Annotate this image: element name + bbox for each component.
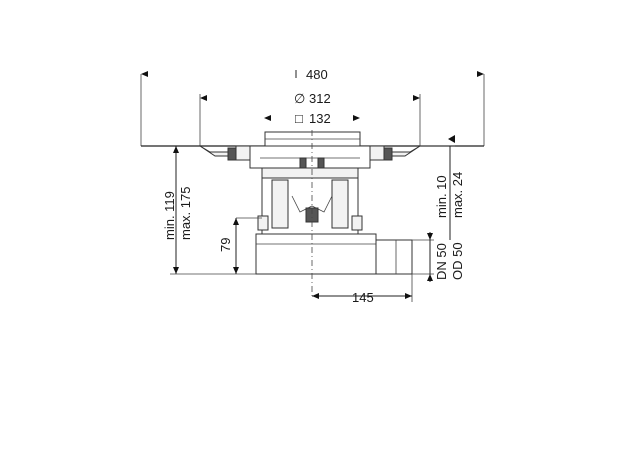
arrowhead-floor-right [448, 135, 455, 143]
dimension-312: ∅ 312 [199, 91, 421, 146]
label-min-119: min. 119 [162, 191, 177, 240]
label-132: 132 [309, 111, 331, 126]
label-dn-50: DN 50 [434, 243, 449, 280]
square-symbol: □ [295, 111, 303, 126]
drain-body [199, 130, 421, 296]
arrowhead-right-480 [477, 71, 484, 77]
dimension-79: 79 [218, 217, 262, 274]
arrowhead-bottom-79 [233, 267, 239, 274]
dimension-install-height: min. 119 max. 175 [162, 146, 256, 275]
label-max-24: max. 24 [450, 172, 465, 218]
dimension-480: 480 [140, 67, 485, 146]
clamp-right [383, 147, 393, 161]
label-145: 145 [352, 290, 374, 305]
trap-wall-right [331, 179, 349, 229]
bottom-body [255, 233, 377, 275]
arrowhead-left-132 [264, 115, 271, 121]
flange-left [199, 145, 251, 161]
label-312: 312 [309, 91, 331, 106]
dimension-flange-height: min. 10 max. 24 [420, 145, 465, 240]
arrowhead-bottom-install [173, 267, 179, 274]
housing-marker-left [299, 157, 307, 169]
collar [261, 167, 359, 179]
clamp-left [227, 147, 237, 161]
dimension-132: □ 132 [264, 111, 360, 126]
label-79: 79 [218, 238, 233, 252]
label-min-10: min. 10 [434, 175, 449, 218]
arrowhead-left-480 [141, 71, 148, 77]
dimension-outlet-dn: DN 50 OD 50 [412, 232, 465, 282]
label-od-50: OD 50 [450, 242, 465, 280]
trap-wall-left [271, 179, 289, 229]
clip-left [257, 215, 269, 231]
arrowhead-top-outlet [427, 233, 433, 240]
flange-right [369, 145, 421, 161]
upper-housing [249, 145, 371, 169]
arrowhead-right-132 [353, 115, 360, 121]
arrowhead-left-145 [312, 293, 319, 299]
arrowhead-bottom-outlet [427, 274, 433, 281]
arrowhead-right-145 [405, 293, 412, 299]
arrowhead-left-312 [200, 95, 207, 101]
dimension-145: 145 [312, 274, 413, 305]
arrowhead-right-312 [413, 95, 420, 101]
arrowhead-top-install [173, 146, 179, 153]
diameter-symbol: ∅ [294, 91, 305, 106]
clip-right [351, 215, 363, 231]
arrowhead-top-79 [233, 218, 239, 225]
outlet-pipe [375, 239, 413, 275]
trap-insert-lines [291, 195, 333, 213]
label-480: 480 [306, 67, 328, 82]
label-max-175: max. 175 [178, 187, 193, 240]
housing-marker-right [317, 157, 325, 169]
